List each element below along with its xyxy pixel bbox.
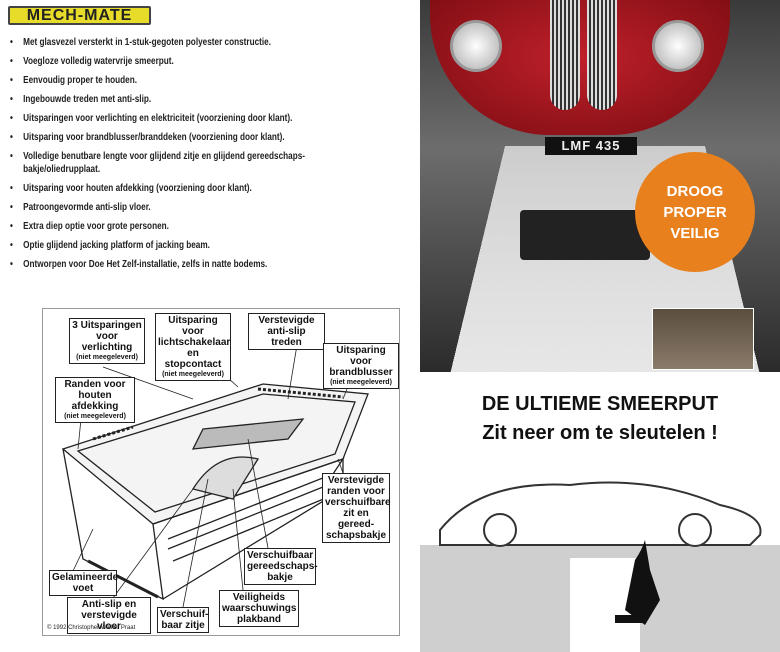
feature-item: Optie glijdend jacking platform of jacki… xyxy=(10,239,363,252)
headlamp-left xyxy=(450,20,502,72)
seat xyxy=(615,615,645,623)
feature-item: Patroongevormde anti-slip vloer. xyxy=(10,201,363,214)
license-plate: LMF 435 xyxy=(545,137,637,155)
label-text: Verschuifbaar gereedschaps-bakje xyxy=(247,550,318,583)
feature-item: Ingebouwde treden met anti-slip. xyxy=(10,93,363,106)
label-voet: Gelamineerde voet xyxy=(49,570,119,596)
badge-text: DROOG xyxy=(666,182,724,200)
headline: DE ULTIEME SMEERPUT Zit neer om te sleut… xyxy=(420,390,780,448)
label-text: Gelamineerde voet xyxy=(52,572,119,594)
feature-item: Voegloze volledig watervrije smeerput. xyxy=(10,55,363,68)
feature-item: Eenvoudig proper te houden. xyxy=(10,74,363,87)
tool-tray xyxy=(520,210,650,260)
label-randen-verschuif: Verstevigde randen voor verschuifbare zi… xyxy=(322,473,391,543)
label-text: Veiligheids waarschuwings plakband xyxy=(222,592,297,625)
feature-item: Uitsparing voor brandblusser/branddeken … xyxy=(10,131,363,144)
label-randen: Randen voor houten afdekking(niet meegel… xyxy=(55,377,135,423)
label-lichtschakelaar: Uitsparing voor lichtschakelaar en stopc… xyxy=(155,313,231,381)
pit-drawing xyxy=(61,338,369,608)
label-verlichting: 3 Uitsparingen voor verlichting(niet mee… xyxy=(69,318,145,364)
label-text: Uitsparing voor brandblusser xyxy=(329,345,393,378)
pit-diagram: 3 Uitsparingen voor verlichting(niet mee… xyxy=(42,308,400,636)
badge-circle: DROOG PROPER VEILIG xyxy=(635,152,755,272)
feature-item: Extra diep optie voor grote personen. xyxy=(10,220,363,233)
label-bakje: Verschuifbaar gereedschaps-bakje xyxy=(244,548,318,585)
label-note: (niet meegeleverd) xyxy=(162,371,224,378)
badge-text: VEILIG xyxy=(670,224,720,242)
label-text: 3 Uitsparingen voor verlichting xyxy=(72,320,142,353)
feature-item: Volledige benutbare lengte voor glijdend… xyxy=(10,150,363,176)
label-text: Anti-slip en verstevigde vloer xyxy=(81,599,137,632)
label-note: (niet meegeleverd) xyxy=(64,413,126,420)
headline-title: DE ULTIEME SMEERPUT xyxy=(481,393,719,415)
label-treden: Verstevigde anti-slip treden xyxy=(248,313,325,350)
car-silhouette-drawing xyxy=(420,481,780,652)
feature-item: Met glasvezel versterkt in 1-stuk-gegote… xyxy=(10,36,363,49)
feature-item: Uitsparingen voor verlichting en elektri… xyxy=(10,112,363,125)
label-note: (niet meegeleverd) xyxy=(330,379,392,386)
headline-subtitle: Zit neer om te sleutelen ! xyxy=(482,422,718,444)
label-plakband: Veiligheids waarschuwings plakband xyxy=(219,590,299,627)
feature-list: Met glasvezel versterkt in 1-stuk-gegote… xyxy=(10,36,363,277)
mechanic-inset-photo xyxy=(652,308,754,370)
label-zitje: Verschuif-baar zitje xyxy=(157,607,209,633)
label-vloer: Anti-slip en verstevigde vloer xyxy=(67,597,151,634)
grille-right xyxy=(587,0,617,110)
label-text: Verstevigde randen voor verschuifbare zi… xyxy=(325,475,391,541)
label-text: Randen voor houten afdekking xyxy=(64,379,126,412)
label-note: (niet meegeleverd) xyxy=(76,354,138,361)
headlamp-right xyxy=(652,20,704,72)
grille-left xyxy=(550,0,580,110)
mechanic-figure xyxy=(625,540,660,625)
wheel-rear xyxy=(483,513,517,547)
label-text: Verstevigde anti-slip treden xyxy=(258,315,315,348)
badge-text: PROPER xyxy=(663,203,727,221)
label-text: Verschuif-baar zitje xyxy=(160,609,209,631)
red-car-front xyxy=(430,0,730,135)
feature-item: Uitsparing voor houten afdekking (voorzi… xyxy=(10,182,363,195)
mech-mate-logo: MECH-MATE xyxy=(8,6,151,25)
copyright: © 1992 Christopher Walker Praat xyxy=(47,625,136,631)
wheel-front xyxy=(678,513,712,547)
label-brandblusser: Uitsparing voor brandblusser(niet meegel… xyxy=(323,343,399,389)
label-text: Uitsparing voor lichtschakelaar en stopc… xyxy=(158,315,231,370)
feature-item: Ontworpen voor Doe Het Zelf-installatie,… xyxy=(10,258,363,271)
